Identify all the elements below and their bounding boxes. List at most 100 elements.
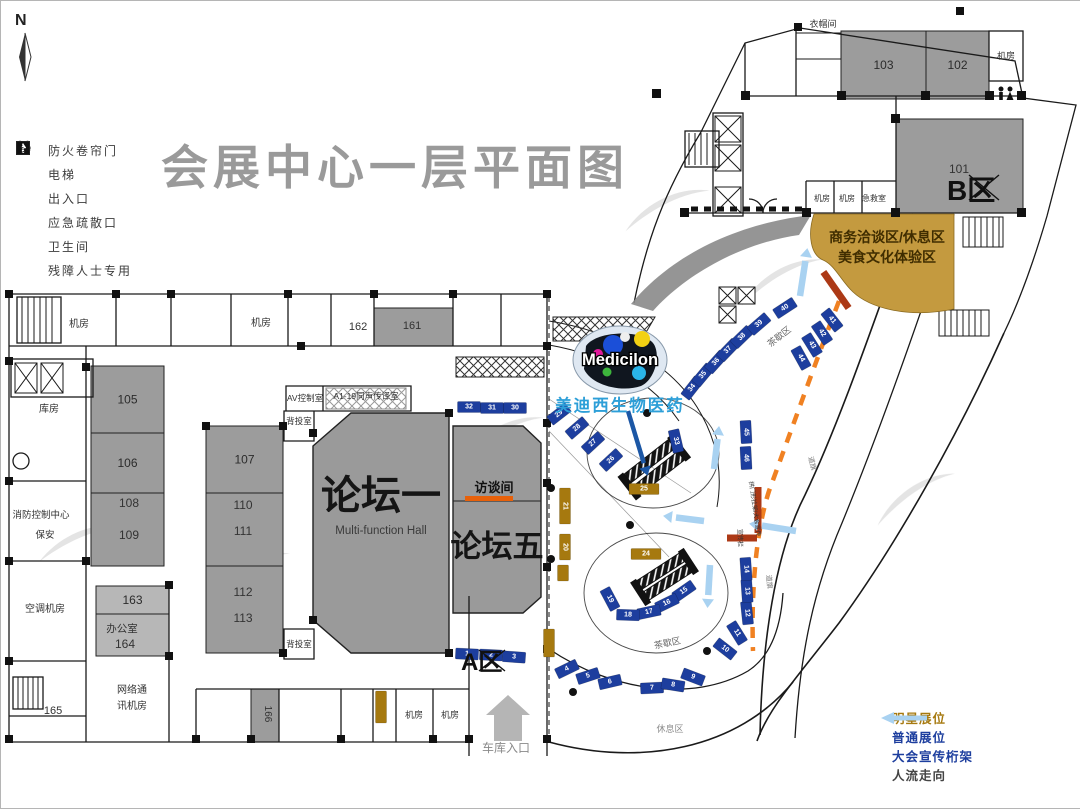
zone-b-marker: B区 (947, 174, 1000, 206)
svg-text:28: 28 (572, 423, 583, 433)
plan-label: 161 (403, 320, 421, 332)
booth-star-25: 25 (628, 483, 660, 495)
booth-standard-29: 29 (546, 402, 572, 426)
toilet-figures (998, 86, 1014, 100)
svg-text:29: 29 (554, 409, 565, 419)
plan-label: 机房 (441, 709, 459, 720)
booth-standard-46: 46 (739, 445, 753, 471)
wall-columns (5, 7, 1026, 743)
legend-item-label: 防火卷帘门 (48, 143, 119, 158)
legend-item: 卫生间 (15, 140, 132, 256)
plan-label: 库房 (39, 402, 59, 415)
plan-label: 背投室 (286, 416, 312, 426)
booth-standard-8: 8 (660, 677, 686, 693)
booth-standard-9: 9 (680, 667, 706, 687)
svg-text:33: 33 (672, 436, 681, 445)
svg-text:46: 46 (742, 454, 749, 462)
medicilon-logo: Medicilon (572, 325, 668, 395)
booth-star (375, 690, 387, 724)
svg-text:18: 18 (624, 611, 632, 618)
left-building-details (14, 297, 407, 709)
room (895, 118, 1024, 214)
plan-label: 背投室 (286, 639, 312, 649)
svg-text:8: 8 (671, 681, 676, 689)
plan-label: 道旗 (764, 574, 774, 589)
legend-item: 出入口 (15, 141, 132, 208)
svg-text:3: 3 (512, 653, 516, 660)
plan-label: 166 (262, 706, 273, 723)
booth-standard-27: 27 (580, 431, 606, 455)
svg-text:19: 19 (605, 594, 615, 604)
legend-item: 电梯 (15, 141, 132, 184)
page-title: 会展中心一层平面图 (161, 141, 629, 194)
tan-zone-line1: 商务洽谈区/休息区 (829, 229, 945, 245)
booth-standard-13: 13 (740, 578, 754, 604)
plan-label: 宣传栏 (736, 529, 744, 547)
svg-text:41: 41 (827, 315, 837, 326)
legend-item-label: 出入口 (48, 191, 91, 206)
booth-legend-label: 普通展位 (892, 731, 947, 745)
plan-label: 道旗 (806, 455, 818, 471)
plan-label: 急救室 (862, 193, 886, 203)
plan-label: 网络通 (117, 683, 147, 696)
symbol-legend: 防火卷帘门电梯出入口应急疏散口卫生间♿残障人士专用 (15, 140, 132, 284)
booth-standard-2: 2 (478, 648, 504, 662)
booth-star-20: 20 (559, 533, 571, 561)
plan-label: 机房 (405, 709, 423, 720)
svg-text:45: 45 (742, 428, 749, 436)
plan-label: 机房 (814, 193, 830, 203)
booth-standard-39: 39 (746, 312, 772, 336)
svg-text:9: 9 (690, 673, 696, 681)
plan-label: 111 (234, 524, 253, 538)
tan-zone-line2: 美食文化体验区 (838, 249, 936, 265)
svg-text:32: 32 (465, 404, 473, 411)
room (205, 565, 284, 654)
booth-standard-6: 6 (597, 673, 623, 691)
svg-text:105: 105 (117, 393, 137, 407)
svg-text:17: 17 (644, 608, 653, 616)
svg-text:4: 4 (564, 665, 571, 673)
svg-text:36: 36 (711, 357, 721, 368)
booth-standard-41: 41 (820, 307, 844, 333)
booth-star-24: 24 (630, 548, 662, 560)
plan-label: 110 (233, 498, 252, 512)
plan-label: 讯机房 (117, 699, 147, 712)
svg-text:25: 25 (640, 486, 648, 493)
room-105: 105 (90, 365, 165, 434)
booth-standard-4: 4 (554, 659, 580, 679)
plan-label: 113 (233, 611, 252, 625)
plan-label: 机房 (69, 317, 89, 330)
booth-standard-3: 3 (501, 650, 527, 664)
left-building-walls (8, 293, 548, 756)
interview-room-label: 访谈间 (474, 480, 513, 495)
legend-item-label: 应急疏散口 (48, 215, 119, 230)
booth-star-21: 21 (559, 487, 571, 525)
svg-text:27: 27 (588, 438, 599, 449)
flow-arrow-5 (702, 564, 714, 608)
svg-text:44: 44 (796, 353, 806, 363)
plan-label: 109 (119, 528, 139, 542)
booth-standard-14: 14 (739, 556, 753, 582)
flow-arrow-1 (796, 248, 812, 297)
garage-entrance-arrow (486, 695, 530, 741)
medicilon-logo-text: Medicilon (582, 351, 658, 369)
booth-standard-42: 42 (811, 320, 833, 346)
legend-item-label: 电梯 (48, 167, 77, 182)
booth-standard-1: 1 (454, 647, 480, 661)
booth-standard-28: 28 (564, 416, 590, 440)
svg-text:35: 35 (698, 370, 708, 381)
flow-arrow-4 (749, 519, 797, 535)
room-163: 163 (95, 585, 170, 615)
compass-label: N (15, 12, 27, 29)
flow-arrow-2 (710, 426, 724, 470)
right-wing-details (688, 32, 1004, 337)
svg-text:7: 7 (650, 684, 654, 691)
forum1-title: 论坛一 (321, 474, 441, 518)
zone-a-marker: A区 (461, 649, 506, 676)
room (90, 492, 165, 567)
plan-label: 机房 (251, 316, 271, 329)
publicity-truss-2 (727, 534, 757, 542)
room-106: 106 (90, 432, 165, 494)
svg-text:42: 42 (817, 328, 827, 338)
